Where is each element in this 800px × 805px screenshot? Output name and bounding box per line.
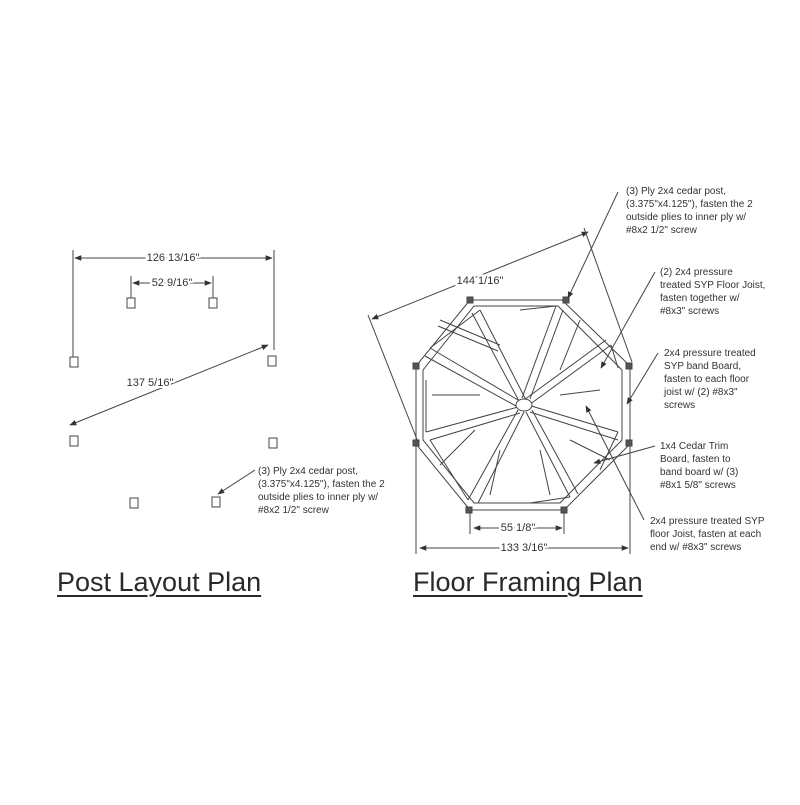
post-layout-plan-title: Post Layout Plan [57,567,262,597]
corner-post [625,362,633,370]
post [69,435,79,447]
center-hub [515,398,533,412]
floor-framing-plan-title: Floor Framing Plan [413,567,643,597]
post [268,437,278,449]
floor-framing-band-note: 2x4 pressure treated SYP band Board, fas… [664,348,756,411]
floor-framing-trim-note: 1x4 Cedar Trim Board, fasten to band boa… [660,441,739,491]
corner-post [625,439,633,447]
post-layout-plan-drawing [69,250,278,509]
post [208,297,218,309]
leader-post [567,191,619,299]
dim-label-diagonal: 144 1/16" [457,275,504,287]
dim-label-side: 55 1/8" [501,522,536,534]
corner-post [466,296,474,304]
floor-framing-post-note: (3) Ply 2x4 cedar post, (3.375"x4.125"),… [626,186,753,236]
post [129,497,139,509]
floor-framing-floor-joist-note: 2x4 pressure treated SYP floor Joist, fa… [650,516,765,553]
dim-line-diagonal [69,344,269,426]
post [267,355,277,367]
leader-post-note [217,469,256,495]
floor-framing-dimension-labels: 144 1/16" 55 1/8" 133 3/16" [455,273,550,556]
floor-joists [424,305,619,504]
leader-trim [593,445,656,465]
corner-post [412,362,420,370]
floor-framing-plan-drawing [367,191,659,554]
post-layout-dimension-labels: 126 13/16" 52 9/16" 137 5/16" [125,250,202,391]
post [69,356,79,368]
corner-post [465,506,473,514]
post [211,496,221,508]
dim-label-inner: 52 9/16" [152,277,193,289]
dim-line-diagonal [371,231,589,320]
leader-joist [600,271,656,369]
dim-label-overall: 133 3/16" [501,542,548,554]
leader-floor-joist [585,405,645,521]
floor-framing-joist-note: (2) 2x4 pressure treated SYP Floor Joist… [660,267,766,317]
post [126,297,136,309]
post-layout-post-note: (3) Ply 2x4 cedar post, (3.375"x4.125"),… [258,466,385,516]
octagon-band-outline [422,305,623,504]
leader-band [626,352,659,405]
dim-label-overall: 126 13/16" [147,252,200,264]
dim-label-diagonal: 137 5/16" [127,377,174,389]
